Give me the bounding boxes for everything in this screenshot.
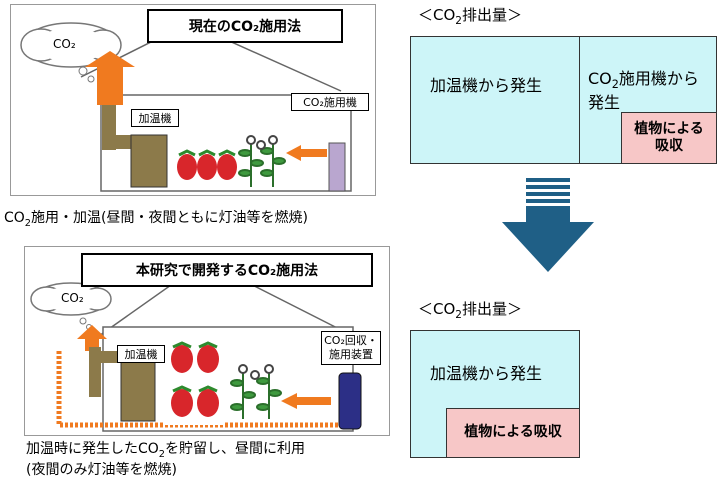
applicator-emission-text: CO2施用機から 発生	[588, 69, 699, 113]
cloud-co2-label: CO₂	[61, 291, 84, 305]
current-method-caption: CO2施用・加温(昼間・夜間ともに灯油等を燃焼)	[4, 210, 308, 229]
recovery-device-label: CO₂回収・ 施用装置	[321, 331, 381, 365]
proposed-method-panel: 本研究で開発するCO₂施用法 CO₂ 加温機 CO₂回収・ 施用装置	[24, 246, 390, 436]
co2-applicator-icon	[328, 142, 346, 192]
proposed-method-title: 本研究で開発するCO₂施用法	[81, 253, 373, 287]
applicator-label: CO₂施用機	[291, 93, 369, 111]
emission-title-current: ＜CO2排出量＞	[418, 6, 522, 27]
plants-icon	[238, 135, 286, 187]
cloud-co2-label: CO₂	[53, 37, 76, 51]
strawberry-image	[173, 147, 241, 185]
strawberry-image	[165, 337, 225, 425]
heater-icon	[102, 105, 168, 188]
emission-title-proposed: ＜CO2排出量＞	[418, 300, 522, 321]
current-method-panel: 現在のCO₂施用法 CO₂ 加温機 CO₂施用機	[10, 4, 376, 196]
proposed-method-illustration	[30, 260, 362, 432]
down-arrow-icon	[502, 178, 594, 272]
co2-supply-arrow-icon	[281, 393, 331, 409]
co2-supply-arrow-icon	[286, 145, 327, 161]
co2-recovery-device-icon	[338, 372, 362, 430]
co2-cloud-icon	[30, 282, 112, 330]
plant-absorption-box-proposed: 植物による吸収	[446, 408, 580, 458]
exhaust-arrow-icon	[85, 51, 135, 80]
heater-emission-text: 加温機から発生	[430, 76, 543, 95]
plants-icon	[230, 364, 282, 419]
heater-label: 加温機	[131, 109, 179, 127]
heater-emission-text-proposed: 加温機から発生	[430, 364, 543, 383]
plant-absorption-box-current: 植物による 吸収	[621, 112, 717, 164]
proposed-method-caption: 加温時に発生したCO2を貯留し、昼間に利用 (夜間のみ灯油等を燃焼)	[26, 441, 306, 479]
current-method-title: 現在のCO₂施用法	[147, 9, 343, 43]
heater-emission-box	[410, 36, 580, 164]
heater-label: 加温機	[117, 345, 165, 363]
